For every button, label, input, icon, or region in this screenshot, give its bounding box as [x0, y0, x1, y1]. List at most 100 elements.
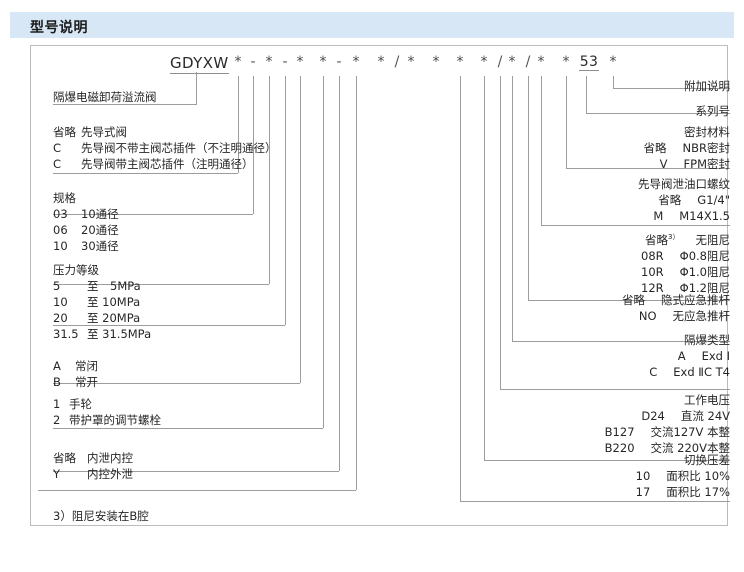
section-header-bar — [10, 12, 734, 38]
label-key: B — [53, 375, 61, 389]
label-value: 切换压差 — [684, 453, 730, 467]
label-line: 系列号 — [696, 103, 731, 119]
connector-hline — [500, 389, 730, 390]
label-value: Φ1.0阻尼 — [679, 264, 730, 279]
label-key: 10 — [635, 469, 651, 483]
label-key: A — [677, 349, 686, 363]
connector-vline — [300, 76, 301, 383]
model-code-token: * — [319, 54, 327, 70]
label-value: 带护罩的调节螺栓 — [69, 413, 161, 427]
label-line: 省略3） 无阻尼 — [641, 229, 730, 248]
connector-vline — [586, 76, 587, 113]
label-key: B127 — [604, 425, 635, 439]
label-value: 常开 — [75, 375, 98, 389]
label-value: 常闭 — [75, 359, 98, 373]
label-line: 先导阀泄油口螺纹 — [638, 176, 730, 192]
label-value: 隔爆类型 — [684, 333, 730, 347]
label-key: 省略 — [622, 293, 645, 307]
label-value: 20通径 — [81, 223, 119, 237]
label-key: D24 — [641, 409, 665, 423]
label-value: Φ1.2阻尼 — [679, 280, 730, 295]
model-code-token: * — [234, 54, 242, 70]
connector-hline — [53, 325, 285, 326]
label-value: 无阻尼 — [695, 232, 731, 247]
label-value: M14X1.5 — [679, 209, 730, 223]
label-value: NBR密封 — [682, 141, 730, 155]
model-code-token: * — [456, 54, 464, 70]
connector-hline — [53, 383, 300, 384]
model-code-token: 53 — [579, 54, 599, 71]
connector-vline — [356, 76, 357, 490]
label-value: 至 31.5MPa — [87, 327, 152, 341]
normal-state: A 常闭 B 常开 — [53, 358, 98, 390]
label-value: 面积比 17% — [666, 485, 730, 499]
label-key: 隔爆电磁卸荷溢流阀 — [53, 90, 157, 104]
connector-vline — [460, 76, 461, 501]
connector-vline — [323, 76, 324, 428]
label-value: 附加说明 — [684, 79, 730, 93]
label-key: 省略 — [658, 193, 682, 207]
label-key: V — [659, 157, 668, 171]
label-value: 交流127V 本整 — [650, 425, 730, 439]
model-code-token: * — [537, 54, 545, 70]
model-code-token: * — [480, 54, 488, 70]
label-line: V FPM密封 — [644, 156, 730, 172]
connector-hline — [484, 460, 730, 461]
label-value: 系列号 — [695, 104, 731, 118]
connector-hline — [53, 104, 197, 105]
label-line: 省略先导式阀 — [53, 124, 277, 140]
label-key: 规格 — [53, 191, 76, 205]
connector-vline — [269, 76, 270, 284]
label-line: 20 至 20MPa — [53, 310, 151, 326]
label-key: 省略3） — [645, 232, 680, 247]
model-code-token: / — [497, 54, 503, 70]
model-code-token: * — [296, 54, 304, 70]
label-key: 03 — [53, 207, 68, 221]
model-code-token: / — [525, 54, 531, 70]
connector-hline — [512, 341, 730, 342]
label-key: C — [649, 365, 658, 379]
label-line: 隔爆电磁卸荷溢流阀 — [53, 89, 157, 105]
label-line: 省略隐式应急推杆 — [622, 292, 730, 308]
label-key: 10 — [53, 239, 68, 253]
connector-vline — [196, 72, 197, 104]
label-value: 先导阀不带主阀芯插件（不注明通径） — [81, 141, 277, 155]
label-key: A — [53, 359, 61, 373]
model-code-token: / — [394, 54, 400, 70]
label-line: 工作电压 — [605, 392, 730, 408]
label-value: Exd Ⅰ — [701, 349, 730, 363]
label-value: 至 10MPa — [87, 295, 141, 309]
model-code-token: * — [265, 54, 273, 70]
connector-hline — [53, 471, 339, 472]
connector-vline — [541, 76, 542, 225]
model-code-token: - — [250, 54, 256, 70]
label-value: FPM密封 — [683, 157, 730, 171]
label-value: 内控外泄 — [87, 467, 133, 481]
label-value: 至 20MPa — [87, 311, 141, 325]
label-value: 先导式阀 — [81, 125, 127, 139]
label-line: 附加说明 — [684, 78, 730, 94]
connector-hline — [541, 225, 730, 226]
label-key: 08R — [641, 248, 664, 263]
connector-vline — [613, 76, 614, 88]
label-key: 20 — [53, 311, 68, 325]
label-value: 密封材料 — [684, 125, 730, 139]
